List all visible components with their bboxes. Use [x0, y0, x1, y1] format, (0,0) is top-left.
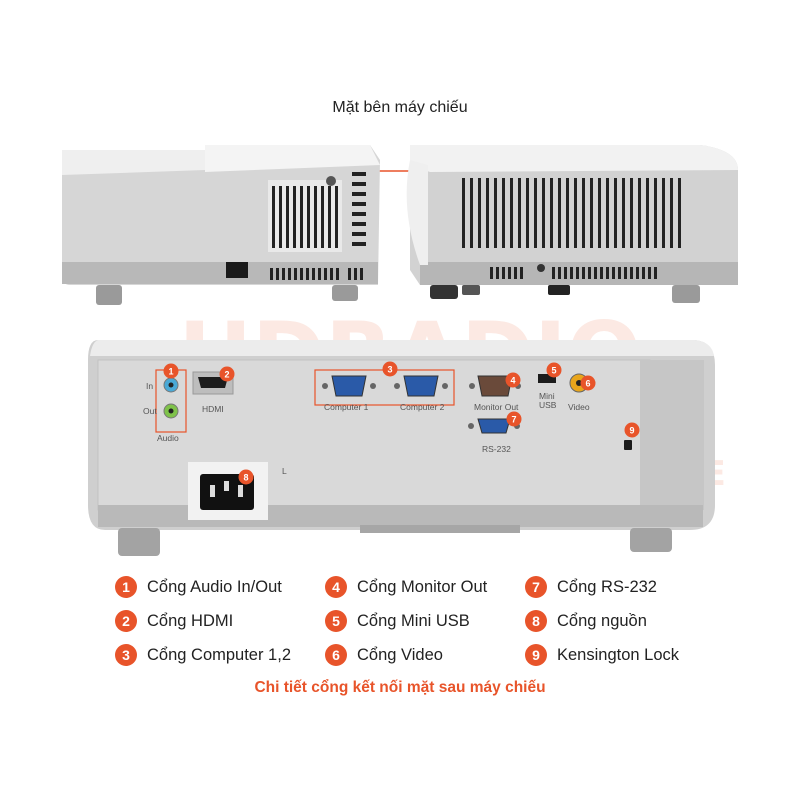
svg-text:5: 5 — [551, 366, 556, 376]
legend-item-6: 6 Cổng Video — [325, 644, 443, 666]
legend-label-6: Cổng Video — [357, 645, 443, 664]
audio-in-label: In — [146, 381, 153, 391]
mini-usb-label-1: Mini — [539, 391, 555, 401]
svg-text:2: 2 — [224, 370, 229, 380]
audio-out-label: Out — [143, 406, 157, 416]
power-socket — [200, 474, 254, 510]
audio-label: Audio — [157, 433, 179, 443]
svg-text:8: 8 — [243, 473, 248, 483]
legend-item-5: 5 Cổng Mini USB — [325, 610, 470, 632]
legend-number-8: 8 — [525, 610, 547, 632]
svg-text:7: 7 — [511, 415, 516, 425]
hdmi-port — [198, 377, 228, 388]
svg-text:9: 9 — [629, 426, 634, 436]
legend-label-2: Cổng HDMI — [147, 611, 234, 630]
computer-2-label: Computer 2 — [400, 402, 445, 412]
legend-label-1: Cổng Audio In/Out — [147, 577, 282, 596]
projector-side-right — [406, 145, 738, 303]
legend-number-6: 6 — [325, 644, 347, 666]
side-view-title: Mặt bên máy chiếu — [332, 99, 468, 116]
badge-6: 6 — [580, 375, 596, 391]
svg-text:6: 6 — [585, 379, 590, 389]
computer-1-port — [331, 375, 367, 397]
monitor-out-label: Monitor Out — [474, 402, 519, 412]
power-mark: L — [282, 466, 287, 476]
legend-number-1: 1 — [115, 576, 137, 598]
legend-item-9: 9 Kensington Lock — [525, 644, 679, 666]
legend-item-7: 7 Cổng RS-232 — [525, 576, 657, 598]
badge-5: 5 — [546, 362, 562, 378]
badge-9: 9 — [624, 422, 640, 438]
legend-label-5: Cổng Mini USB — [357, 611, 470, 630]
legend-number-9: 9 — [525, 644, 547, 666]
legend-number-5: 5 — [325, 610, 347, 632]
badge-4: 4 — [505, 372, 521, 388]
legend-item-1: 1 Cổng Audio In/Out — [115, 576, 282, 598]
mini-usb-port — [538, 374, 556, 383]
rs232-port — [477, 418, 511, 434]
badge-1: 1 — [163, 363, 179, 379]
hdmi-label: HDMI — [202, 404, 224, 414]
badge-2: 2 — [219, 366, 235, 382]
legend-number-3: 3 — [115, 644, 137, 666]
legend-label-3: Cổng Computer 1,2 — [147, 645, 291, 664]
legend-label-8: Cổng nguồn — [557, 611, 647, 630]
badge-7: 7 — [506, 411, 522, 427]
computer-1-label: Computer 1 — [324, 402, 369, 412]
legend-number-4: 4 — [325, 576, 347, 598]
monitor-out-port — [477, 375, 513, 397]
badge-8: 8 — [238, 469, 254, 485]
projector-rear: In Out Audio HDMI Computer 1 Computer 2 … — [88, 340, 715, 556]
port-legend: 1 Cổng Audio In/Out 2 Cổng HDMI 3 Cổng Comp… — [115, 576, 715, 686]
kensington-lock-slot — [624, 440, 632, 450]
legend-number-7: 7 — [525, 576, 547, 598]
badge-3: 3 — [382, 361, 398, 377]
legend-item-3: 3 Cổng Computer 1,2 — [115, 644, 291, 666]
svg-text:3: 3 — [387, 365, 392, 375]
video-label: Video — [568, 402, 590, 412]
computer-2-port — [403, 375, 439, 397]
rear-ports-caption: Chi tiết cổng kết nối mặt sau máy chiếu — [254, 679, 546, 696]
legend-item-4: 4 Cổng Monitor Out — [325, 576, 487, 598]
svg-text:1: 1 — [168, 367, 173, 377]
legend-item-2: 2 Cổng HDMI — [115, 610, 233, 632]
vent-grille-right — [462, 178, 681, 248]
legend-item-8: 8 Cổng nguồn — [525, 610, 647, 632]
svg-text:4: 4 — [510, 376, 515, 386]
legend-label-9: Kensington Lock — [557, 645, 680, 664]
legend-label-4: Cổng Monitor Out — [357, 577, 488, 596]
mini-usb-label-2: USB — [539, 400, 557, 410]
vent-grille-left — [272, 186, 338, 248]
legend-label-7: Cổng RS-232 — [557, 577, 657, 596]
projector-side-left — [62, 145, 380, 305]
legend-number-2: 2 — [115, 610, 137, 632]
rs232-label: RS-232 — [482, 444, 511, 454]
